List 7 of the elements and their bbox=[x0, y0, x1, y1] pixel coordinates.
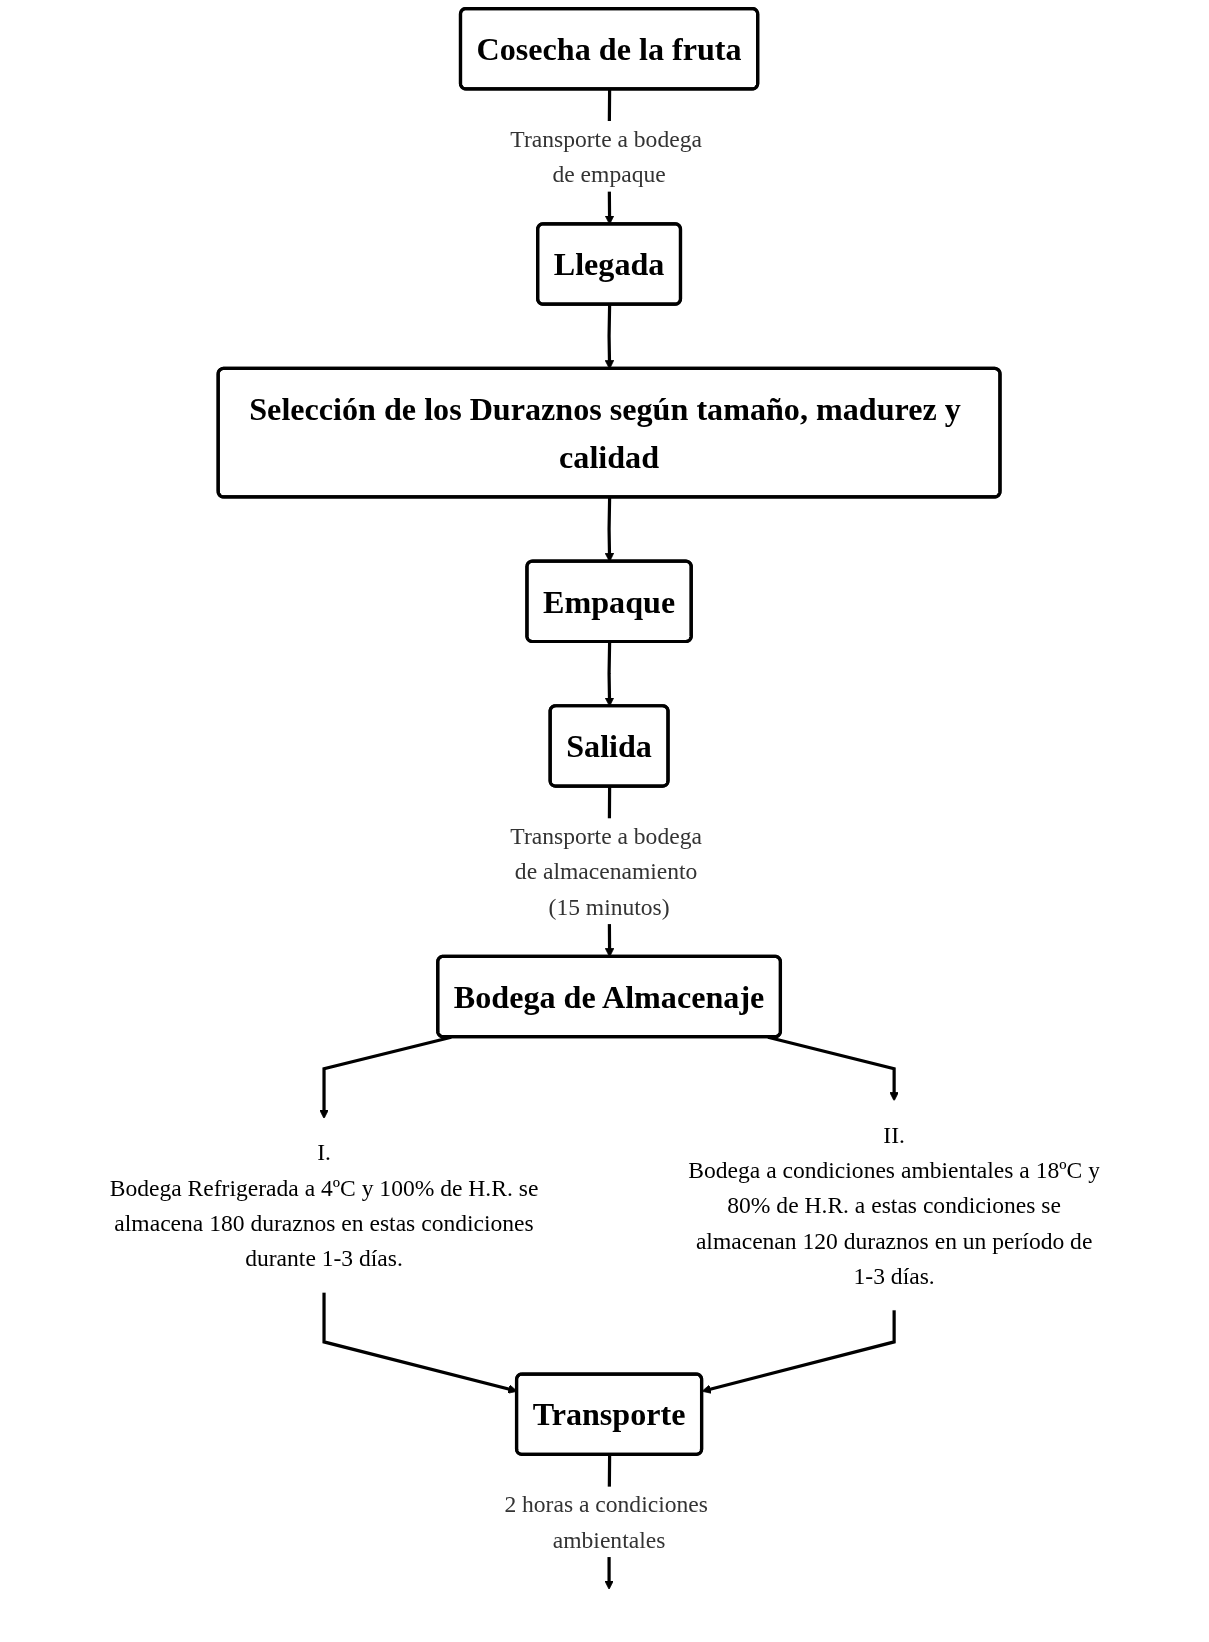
arrow bbox=[319, 1035, 452, 1120]
edge-label: Transporte a bodega de almacenamiento (15 minutos) bbox=[510, 822, 702, 920]
node-text: II. Bodega a condiciones ambientales a 18ºC y 80% de H.R. a estas condiciones se almacenan 120 duraznos en un período de 1-3 días. bbox=[687, 1121, 1100, 1290]
edge-label: Transporte a bodega de empaque bbox=[510, 125, 702, 188]
node-text: I. Bodega Refrigerada a 4ºC y 100% de H.R. se almacena 180 duraznos en estas condiciones durante 1-3 días. bbox=[109, 1138, 539, 1272]
edge-label: 2 horas a condiciones ambientales bbox=[504, 1490, 708, 1553]
arrow bbox=[767, 1035, 899, 1102]
